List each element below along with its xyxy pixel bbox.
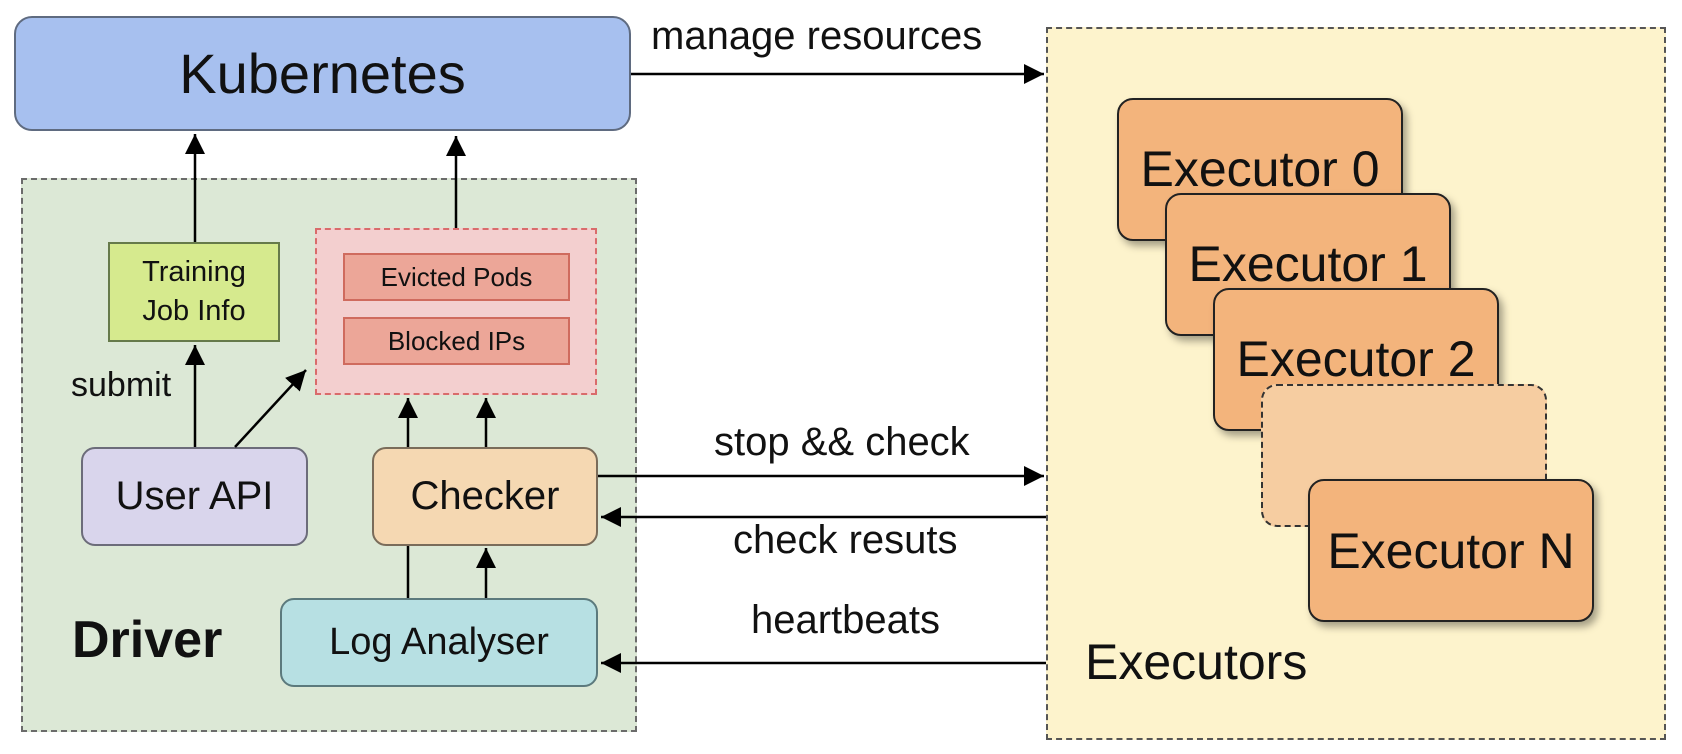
kubernetes-node: Kubernetes xyxy=(14,16,631,131)
checker-label: Checker xyxy=(410,474,560,518)
checker-node: Checker xyxy=(372,447,598,546)
edge-label-heartbeats: heartbeats xyxy=(751,598,941,642)
training-job-info-line1: Training xyxy=(142,256,246,288)
executor-n-label: Executor N xyxy=(1327,522,1575,579)
training-job-info-line2: Job Info xyxy=(142,295,246,327)
log-analyser-node: Log Analyser xyxy=(280,598,598,687)
user-api-node: User API xyxy=(81,447,308,546)
kubernetes-label: Kubernetes xyxy=(179,42,466,105)
edge-label-manage-resources: manage resources xyxy=(651,14,983,58)
training-job-info-node: Training Job Info xyxy=(108,242,280,342)
executor-2-label: Executor 2 xyxy=(1236,331,1476,387)
executors-label: Executors xyxy=(1085,634,1308,690)
blocked-ips-node: Blocked IPs xyxy=(343,317,570,365)
submit-label: submit xyxy=(71,366,172,404)
executor-1-label: Executor 1 xyxy=(1188,236,1428,292)
executor-n-node: Executor N xyxy=(1308,479,1594,622)
arrow-userapi-to-evict xyxy=(234,369,307,448)
evicted-pods-node: Evicted Pods xyxy=(343,253,570,301)
evicted-pods-label: Evicted Pods xyxy=(380,261,533,292)
driver-label: Driver xyxy=(72,611,223,669)
user-api-label: User API xyxy=(115,474,274,518)
log-analyser-label: Log Analyser xyxy=(329,621,549,663)
executor-0-label: Executor 0 xyxy=(1140,141,1380,197)
edge-label-check-results: check resuts xyxy=(733,518,958,562)
edge-label-stop-check: stop && check xyxy=(714,420,970,464)
blocked-ips-label: Blocked IPs xyxy=(387,325,526,356)
